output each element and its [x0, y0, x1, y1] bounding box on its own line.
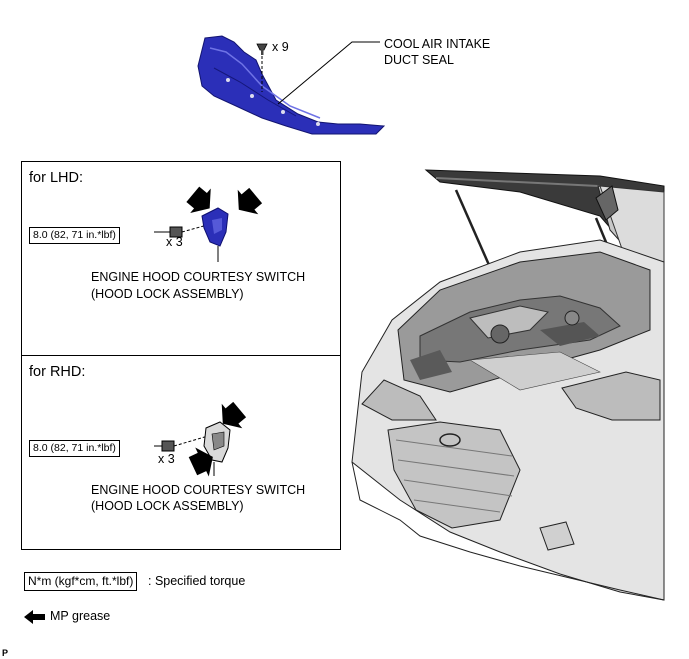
- rhd-panel-title: for RHD:: [29, 364, 86, 380]
- duct-seal-illustration: [197, 35, 386, 135]
- rhd-switch-illustration: [154, 401, 247, 477]
- rhd-bolt-quantity: x 3: [158, 452, 175, 466]
- lhd-panel: for LHD: 8.0 (82, 71 in.*lbf) x 3 ENGINE…: [21, 161, 341, 357]
- lhd-torque-box: 8.0 (82, 71 in.*lbf): [29, 227, 120, 244]
- lhd-bolt-quantity: x 3: [166, 235, 183, 249]
- rhd-torque-box: 8.0 (82, 71 in.*lbf): [29, 440, 120, 457]
- lhd-label-line2: (HOOD LOCK ASSEMBLY): [91, 287, 244, 301]
- lhd-switch-illustration: [154, 186, 263, 262]
- lhd-panel-title: for LHD:: [29, 170, 83, 186]
- lhd-label-line1: ENGINE HOOD COURTESY SWITCH: [91, 270, 306, 284]
- rhd-label-line2: (HOOD LOCK ASSEMBLY): [91, 499, 244, 513]
- duct-seal-label-line2: DUCT SEAL: [384, 53, 454, 67]
- torque-unit-legend-desc: : Specified torque: [148, 574, 246, 588]
- clip-quantity: x 9: [272, 40, 289, 54]
- grease-arrow-icon: [24, 610, 45, 624]
- duct-seal-label-line1: COOL AIR INTAKE: [384, 37, 491, 51]
- corner-mark: P: [2, 648, 9, 658]
- rhd-label-line1: ENGINE HOOD COURTESY SWITCH: [91, 483, 306, 497]
- grease-legend-label: MP grease: [50, 609, 111, 623]
- torque-unit-legend-box: N*m (kgf*cm, ft.*lbf): [24, 572, 138, 591]
- rhd-panel: for RHD: 8.0 (82, 71 in.*lbf) x 3 ENGINE…: [21, 355, 341, 550]
